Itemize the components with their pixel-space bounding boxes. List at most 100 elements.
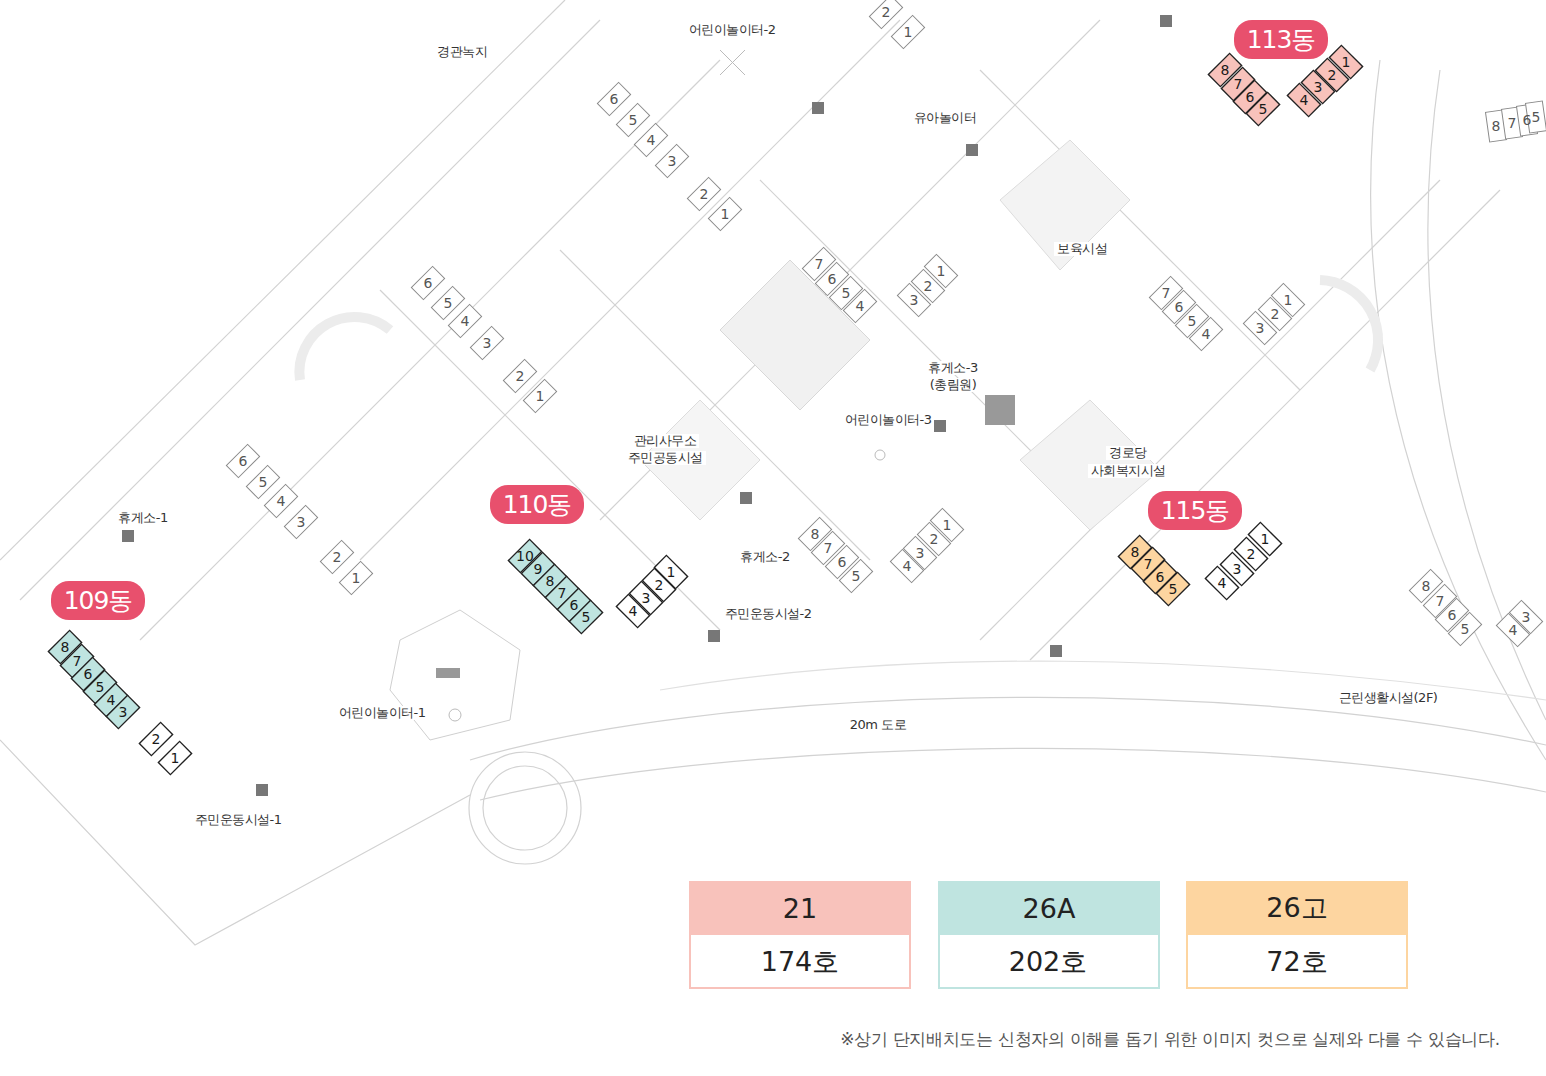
unit-number: 6 <box>424 275 433 291</box>
unit-number: 4 <box>1218 575 1227 591</box>
unit-number: 3 <box>297 514 306 530</box>
unit-number: 2 <box>882 4 891 20</box>
building-name: 113동 <box>1247 23 1316 56</box>
map-label: 주민공동시설 <box>625 451 706 466</box>
unit-number: 7 <box>1508 115 1517 131</box>
unit-number: 6 <box>239 453 248 469</box>
map-label: 관리사무소 <box>631 434 700 449</box>
unit-number: 5 <box>1188 313 1197 329</box>
unit-cell <box>869 0 902 29</box>
unit-number: 7 <box>824 540 833 556</box>
unit-number: 4 <box>107 692 116 708</box>
unit-number: 1 <box>937 263 946 279</box>
unit-number: 6 <box>1156 569 1165 585</box>
unit-number: 2 <box>930 531 939 547</box>
unit-number: 2 <box>924 278 933 294</box>
unit-number: 4 <box>856 298 865 314</box>
unit-number: 7 <box>815 256 824 272</box>
unit-cell <box>226 444 259 477</box>
unit-number: 3 <box>668 153 677 169</box>
unit-cell <box>708 197 741 230</box>
unit-number: 4 <box>461 313 470 329</box>
map-label: 근린생활시설(2F) <box>1336 691 1441 706</box>
unit-number: 1 <box>1261 531 1270 547</box>
unit-number: 3 <box>642 590 651 606</box>
unit-number: 6 <box>828 271 837 287</box>
building-name: 115동 <box>1161 494 1230 527</box>
unit-number: 8 <box>61 639 70 655</box>
map-label: 보육시설 <box>1054 242 1110 257</box>
unit-number: 1 <box>171 750 180 766</box>
building-tag: 115동 <box>1148 491 1243 530</box>
legend-swatch: 26고 <box>1186 881 1408 935</box>
map-label: (총림원) <box>927 378 980 393</box>
unit-number: 4 <box>647 132 656 148</box>
unit-cell <box>246 465 279 498</box>
unit-number: 8 <box>811 526 820 542</box>
unit-cell <box>503 359 536 392</box>
map-label: 20m 도로 <box>847 718 909 733</box>
unit-number: 6 <box>84 666 93 682</box>
unit-cell <box>158 741 191 774</box>
unit-number: 1 <box>667 564 676 580</box>
unit-number: 6 <box>838 554 847 570</box>
unit-cell <box>320 540 353 573</box>
unit-number: 3 <box>1233 561 1242 577</box>
unit-number: 5 <box>842 285 851 301</box>
unit-number: 1 <box>721 206 730 222</box>
table-cell: 72호 <box>1266 946 1327 977</box>
unit-number: 5 <box>96 679 105 695</box>
unit-cell <box>448 304 481 337</box>
unit-number: 5 <box>1532 109 1541 125</box>
unit-number: 7 <box>1436 593 1445 609</box>
unit-number: 2 <box>152 731 161 747</box>
unit-number: 3 <box>916 545 925 561</box>
unit-number: 9 <box>534 561 543 577</box>
unit-cell <box>597 82 630 115</box>
unit-number: 2 <box>700 186 709 202</box>
unit-cell <box>284 505 317 538</box>
unit-number: 6 <box>1246 89 1255 105</box>
unit-number: 6 <box>1448 607 1457 623</box>
unit-number: 2 <box>333 549 342 565</box>
map-label: 주민운동시설-1 <box>192 813 285 828</box>
unit-number: 4 <box>1300 92 1309 108</box>
note-text: ※상기 단지배치도는 신청자의 이해를 돕기 위한 이미지 컷으로 실제와 다를… <box>840 1030 1500 1050</box>
unit-cell <box>655 144 688 177</box>
map-label: 휴게소-1 <box>115 511 170 526</box>
table-cell: 202호 <box>1009 946 1088 977</box>
legend-swatch: 26A <box>938 881 1160 935</box>
unit-number: 2 <box>1271 306 1280 322</box>
table-cell: 174호 <box>761 946 840 977</box>
unit-number: 1 <box>536 388 545 404</box>
map-label: 유아놀이터 <box>911 111 980 126</box>
unit-number: 2 <box>1328 67 1337 83</box>
legend-text: 26고 <box>1266 890 1327 926</box>
unit-number: 5 <box>852 568 861 584</box>
building-tag: 113동 <box>1234 20 1329 59</box>
unit-number: 7 <box>1162 285 1171 301</box>
unit-cell <box>891 15 924 48</box>
unit-number: 8 <box>546 573 555 589</box>
unit-number: 5 <box>1169 581 1178 597</box>
legend-swatch: 21 <box>689 881 911 935</box>
map-label: 사회복지시설 <box>1088 464 1169 479</box>
unit-number: 4 <box>1202 326 1211 342</box>
map-label: 주민운동시설-2 <box>722 607 815 622</box>
unit-number: 4 <box>1509 622 1518 638</box>
unit-cell <box>411 266 444 299</box>
map-label: 휴게소-2 <box>737 550 792 565</box>
map-label: 경관녹지 <box>434 45 490 60</box>
unit-number: 8 <box>1422 578 1431 594</box>
unit-number: 5 <box>629 112 638 128</box>
unit-number: 1 <box>352 570 361 586</box>
building-name: 110동 <box>503 488 572 521</box>
unit-number: 4 <box>903 558 912 574</box>
unit-cell <box>339 561 372 594</box>
unit-number: 1 <box>1284 292 1293 308</box>
unit-number: 7 <box>558 585 567 601</box>
unit-number: 3 <box>483 335 492 351</box>
unit-number: 1 <box>943 517 952 533</box>
unit-number: 2 <box>1247 546 1256 562</box>
unit-number: 7 <box>1144 556 1153 572</box>
